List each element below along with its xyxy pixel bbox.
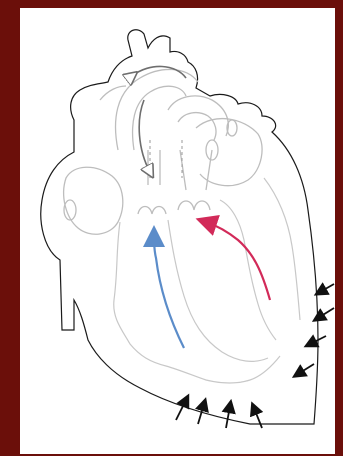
heart-diagram xyxy=(20,8,335,454)
contraction-arrow xyxy=(320,284,334,292)
contraction-arrow xyxy=(318,308,334,318)
figure-panel xyxy=(20,8,335,454)
